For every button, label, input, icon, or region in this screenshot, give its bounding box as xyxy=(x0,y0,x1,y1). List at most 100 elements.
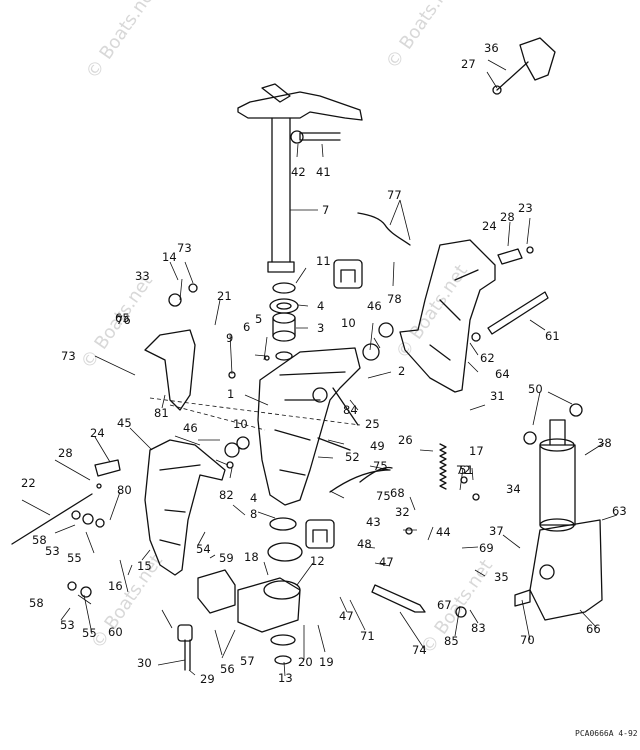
callout-label: 66 xyxy=(586,622,601,636)
callout-label: 10 xyxy=(341,316,356,330)
callout-label: 2 xyxy=(398,364,405,378)
callout-label: 58 xyxy=(29,596,44,610)
callout-label: 80 xyxy=(117,483,132,497)
watermark: © Boats.net xyxy=(82,0,162,83)
callout-label: 28 xyxy=(500,210,515,224)
callout-label: 8 xyxy=(250,507,257,521)
callout-label: 47 xyxy=(339,609,354,623)
callout-label: 16 xyxy=(108,579,123,593)
callout-label: 82 xyxy=(219,488,234,502)
watermark: © Boats.net xyxy=(382,0,462,73)
tilt-rod xyxy=(11,493,93,545)
callout-label: 46 xyxy=(183,421,198,435)
tilt-tube xyxy=(487,291,549,335)
drawing-code: PCA0666A 4-92 xyxy=(575,729,638,738)
callout-label: 35 xyxy=(494,570,509,584)
lower-mount xyxy=(237,577,301,633)
linkage-cable xyxy=(357,212,411,246)
callout-label: 11 xyxy=(316,254,331,268)
callout-label: 21 xyxy=(217,289,232,303)
bolt xyxy=(184,639,191,671)
callout-label: 52 xyxy=(345,450,360,464)
transom-bracket-left xyxy=(144,439,226,576)
callout-label: 43 xyxy=(366,515,381,529)
callout-label: 9 xyxy=(226,331,233,345)
callout-label: 72 xyxy=(456,463,471,477)
callout-label: 81 xyxy=(154,406,169,420)
callout-label: 63 xyxy=(612,504,627,518)
callout-label: 53 xyxy=(45,544,60,558)
callout-label: 51 xyxy=(459,463,474,477)
callout-label: 49 xyxy=(370,439,385,453)
callout-label: 55 xyxy=(67,551,82,565)
callout-label: 56 xyxy=(220,662,235,676)
callout-label: 14 xyxy=(162,250,177,264)
callout-label: 61 xyxy=(545,329,560,343)
callout-label: 6 xyxy=(243,320,250,334)
callout-label: 7 xyxy=(322,203,329,217)
callout-label: 45 xyxy=(117,416,132,430)
callout-label: 29 xyxy=(200,672,215,686)
callout-label: 71 xyxy=(360,629,375,643)
watermark: © Boats.net xyxy=(87,551,167,653)
callout-label: 57 xyxy=(240,654,255,668)
tilt-rod-spring xyxy=(332,387,359,426)
callout-label: 47 xyxy=(379,555,394,569)
callout-label: 84 xyxy=(343,403,358,417)
callout-label: 4 xyxy=(317,299,324,313)
callout-label: 53 xyxy=(60,618,75,632)
callout-label: 73 xyxy=(177,241,192,255)
callout-label: 67 xyxy=(437,598,452,612)
callout-label: 4 xyxy=(250,491,257,505)
callout-label: 83 xyxy=(471,621,486,635)
callout-label: 54 xyxy=(196,542,211,556)
callout-label: 42 xyxy=(291,165,306,179)
callout-label: 55 xyxy=(82,626,97,640)
callout-label: 59 xyxy=(219,551,234,565)
callout-label: 31 xyxy=(490,389,505,403)
seal-inset xyxy=(305,519,335,549)
callout-label: 41 xyxy=(316,165,331,179)
trim-bracket xyxy=(519,37,556,81)
callout-label: 60 xyxy=(108,625,123,639)
part-drawings xyxy=(11,37,603,671)
callout-label: 62 xyxy=(480,351,495,365)
steering-arm xyxy=(237,91,363,121)
reverse-lock xyxy=(144,329,196,411)
callout-label: 32 xyxy=(395,505,410,519)
callout-label: 27 xyxy=(461,57,476,71)
callout-label: 76 xyxy=(116,313,131,327)
callout-label: 58 xyxy=(32,533,47,547)
callout-label: 70 xyxy=(520,633,535,647)
callout-label: 73 xyxy=(61,349,76,363)
callout-label: 18 xyxy=(244,550,259,564)
trim-cylinder xyxy=(539,444,576,526)
callout-label: 22 xyxy=(21,476,36,490)
callout-label: 20 xyxy=(298,655,313,669)
swivel-bracket xyxy=(257,347,361,506)
pin xyxy=(514,589,531,607)
callout-label: 17 xyxy=(469,444,484,458)
callout-label: 50 xyxy=(528,382,543,396)
callout-label: 69 xyxy=(479,541,494,555)
leader-lines xyxy=(21,59,618,677)
callout-label: 13 xyxy=(278,671,293,685)
steering-shaft xyxy=(271,117,291,263)
bushing xyxy=(272,317,296,337)
callout-label: 15 xyxy=(137,559,152,573)
callout-label: 68 xyxy=(390,486,405,500)
transom-bracket-right xyxy=(399,239,496,393)
callout-label: 75 xyxy=(373,459,388,473)
callout-label: 74 xyxy=(412,643,427,657)
callout-label: 24 xyxy=(482,219,497,233)
callout-label: 19 xyxy=(319,655,334,669)
callout-label: 3 xyxy=(317,321,324,335)
callout-label: 24 xyxy=(90,426,105,440)
callout-label: 75 xyxy=(376,489,391,503)
callout-label: 77 xyxy=(387,188,402,202)
callout-label: 25 xyxy=(365,417,380,431)
callout-label: 33 xyxy=(135,269,150,283)
callout-label: 1 xyxy=(227,387,234,401)
